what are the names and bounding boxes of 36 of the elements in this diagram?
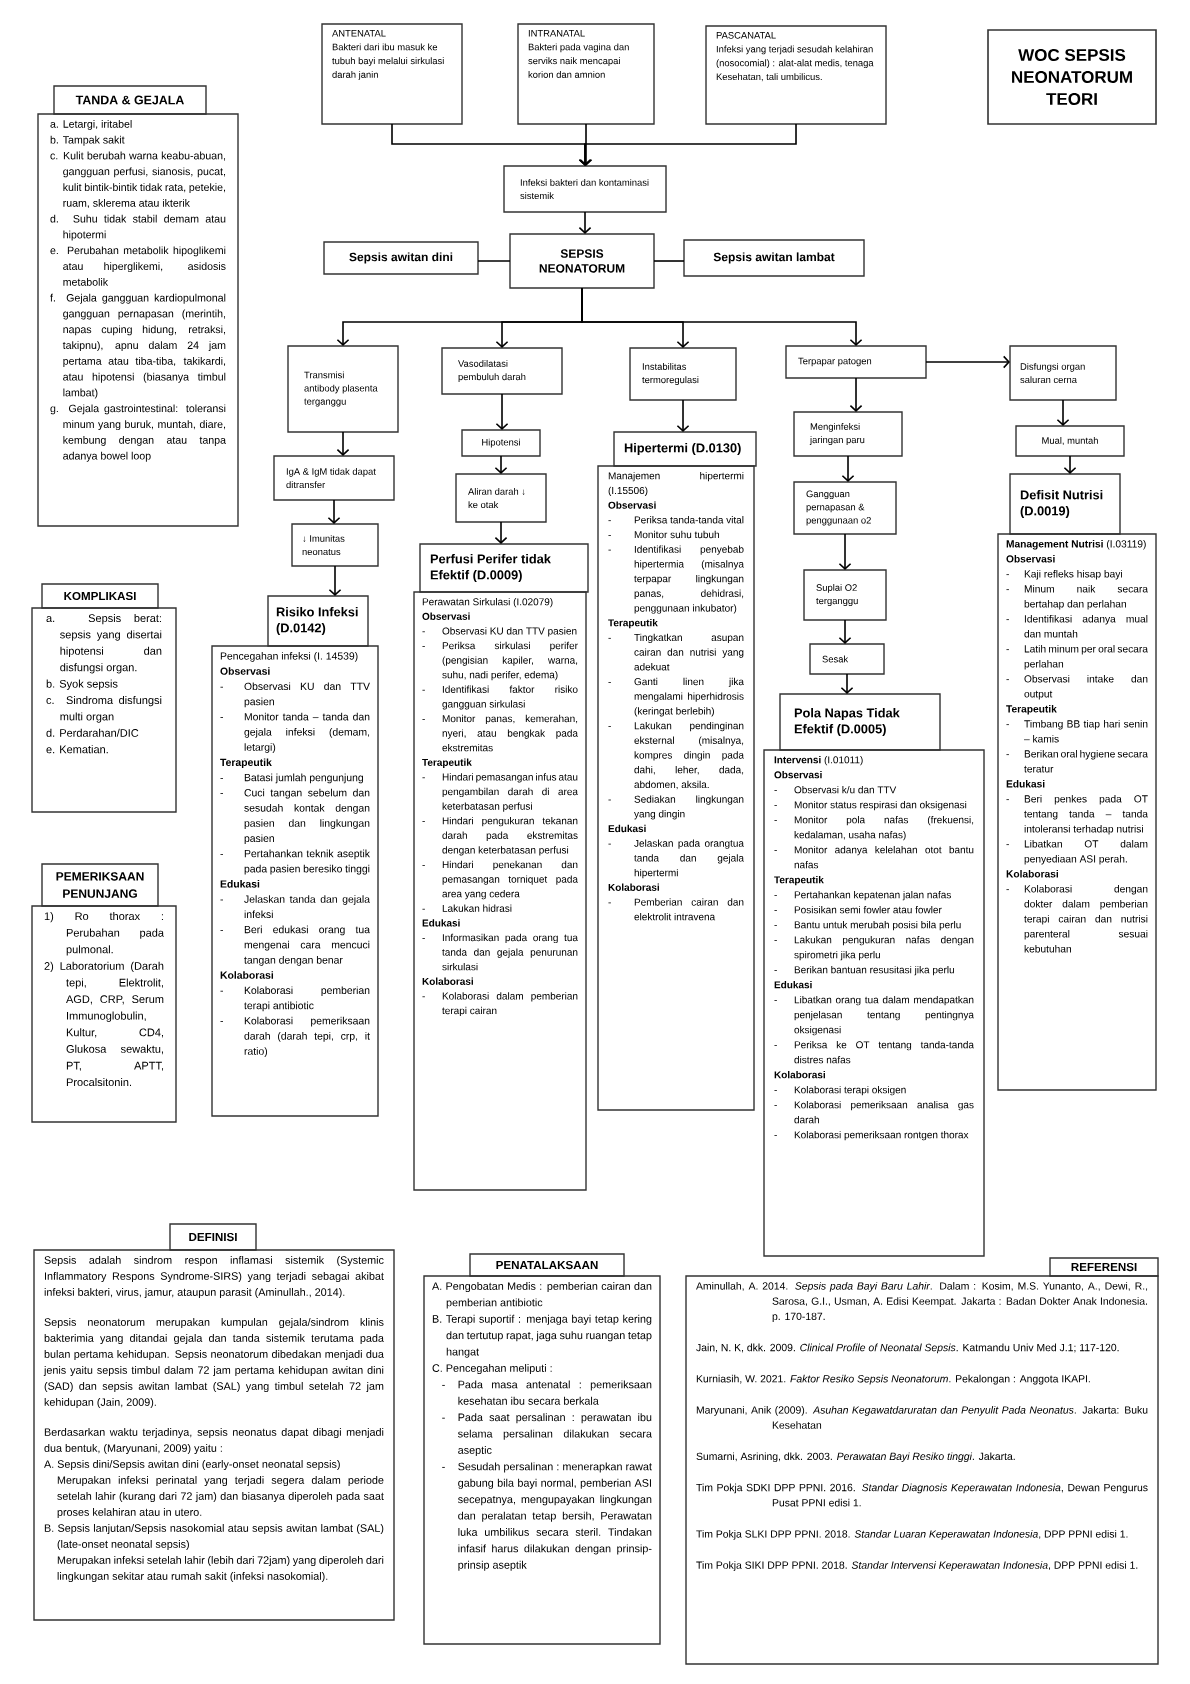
connector-line: [477, 260, 511, 262]
stage-box: [517, 23, 655, 125]
stage-box: [321, 23, 463, 125]
intervention-box: [763, 749, 985, 1257]
stage-box: [705, 25, 887, 125]
arrow: [495, 393, 509, 430]
title-box: WOC SEPSIS NEONATORUM TEORI: [987, 29, 1157, 125]
arrow: [838, 533, 852, 570]
text-panel: [37, 113, 239, 527]
arrow: [327, 499, 341, 524]
arrow: [578, 123, 797, 166]
arrow: [925, 355, 1010, 369]
intervention-box: [997, 533, 1157, 1091]
text-panel: [423, 1275, 661, 1645]
arrow: [579, 123, 593, 166]
arrow: [494, 521, 508, 544]
connector-line: [653, 260, 685, 262]
arrow: [840, 673, 854, 694]
text-panel: [685, 1275, 1159, 1665]
arrow: [838, 619, 852, 644]
intervention-box: [597, 465, 755, 1111]
arrow: [676, 399, 690, 432]
arrow: [336, 431, 350, 456]
arrow: [578, 211, 592, 234]
arrow: [581, 287, 863, 346]
arrow: [494, 455, 508, 474]
text-panel: [31, 607, 177, 813]
arrow: [1063, 455, 1077, 474]
intervention-box: [211, 645, 379, 1117]
intervention-box: [413, 591, 587, 1191]
text-panel: [33, 1249, 395, 1621]
arrow: [328, 565, 342, 596]
arrow: [1056, 399, 1070, 426]
arrow: [841, 455, 855, 482]
text-panel: [31, 905, 177, 1123]
arrow: [849, 377, 863, 412]
